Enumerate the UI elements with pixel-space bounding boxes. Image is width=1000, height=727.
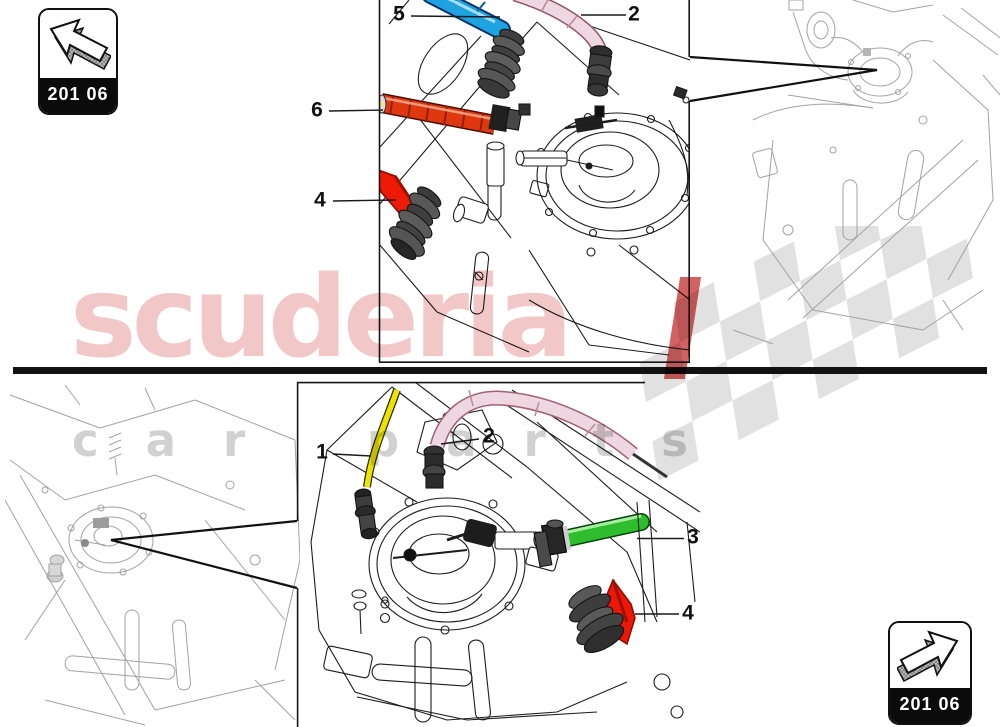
callout-3: 3	[687, 525, 699, 549]
page-ref-badge-bottom-right[interactable]: 201 06	[888, 621, 972, 725]
top-detail-drawing	[379, 0, 690, 356]
callout-2-top: 2	[628, 2, 640, 26]
callout-4-bottom: 4	[682, 601, 694, 625]
page-ref-badge-top-left[interactable]: 201 06	[38, 8, 118, 115]
bottom-detail-drawing	[310, 382, 700, 723]
arrow-up-left-icon	[40, 10, 116, 78]
top-right-overview-drawing	[732, 0, 1000, 345]
page-ref-code: 201 06	[40, 78, 116, 113]
brand-tagline-watermark: car parts	[72, 414, 735, 467]
section-divider	[13, 367, 987, 374]
callout-6: 6	[311, 98, 323, 122]
brand-watermark: scuderia	[70, 253, 573, 383]
callout-2-bottom: 2	[483, 424, 495, 448]
page-ref-code: 201 06	[890, 688, 970, 723]
arrow-up-right-icon	[890, 623, 970, 688]
callout-1: 1	[316, 440, 328, 464]
callout-5: 5	[393, 2, 405, 26]
callout-4-top: 4	[314, 188, 326, 212]
